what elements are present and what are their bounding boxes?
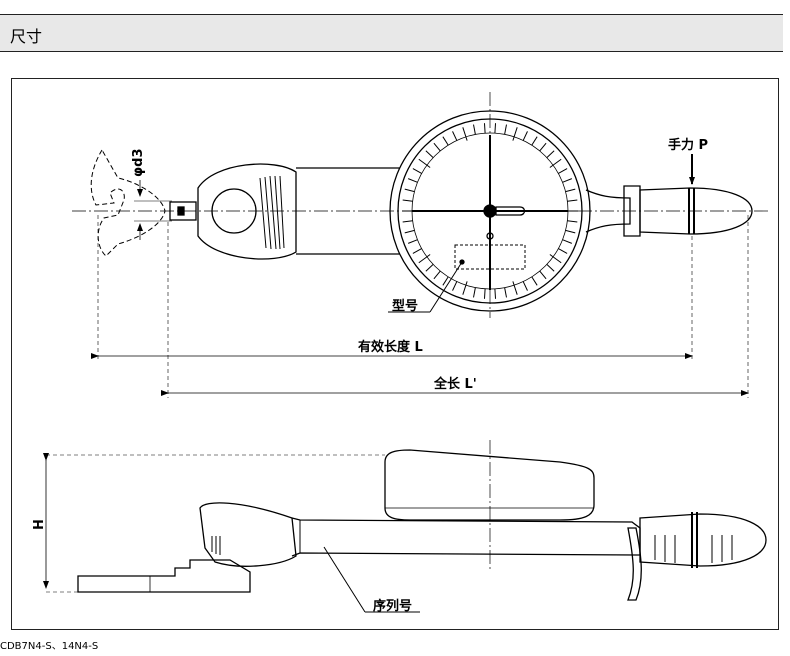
dial-tick bbox=[558, 248, 568, 254]
dial-tick bbox=[412, 248, 422, 254]
model-leader bbox=[429, 261, 463, 313]
model-caption: CDB7N4-S、14N4-S bbox=[0, 641, 99, 652]
height-label: H bbox=[32, 519, 47, 530]
dial-tick bbox=[549, 158, 562, 168]
dial-tick bbox=[494, 288, 497, 299]
dial-tick bbox=[562, 178, 573, 183]
side-beam bbox=[291, 517, 641, 557]
dial-tick bbox=[407, 178, 418, 183]
dial-tick bbox=[452, 281, 458, 291]
dial-tick bbox=[462, 281, 468, 295]
square-drive bbox=[177, 206, 185, 216]
needle-hub bbox=[483, 204, 497, 218]
hand-force-label: 手力 P bbox=[668, 137, 708, 153]
dial-tick bbox=[483, 288, 486, 299]
dial-tick bbox=[539, 142, 547, 152]
handle-neck bbox=[585, 189, 631, 233]
dial-tick bbox=[522, 281, 528, 291]
drawing-frame bbox=[11, 78, 779, 630]
dial-tick bbox=[418, 254, 431, 264]
handle-grip bbox=[639, 187, 753, 235]
dial-inner bbox=[397, 118, 583, 304]
dial-tick bbox=[412, 168, 422, 174]
dial-tick bbox=[539, 270, 547, 280]
dial-tick bbox=[494, 123, 497, 134]
dial-tick bbox=[418, 158, 431, 168]
dial-tick bbox=[558, 168, 568, 174]
dial-tick bbox=[483, 123, 486, 134]
dial-tick bbox=[473, 287, 476, 298]
head-shaft bbox=[169, 201, 197, 221]
top-view bbox=[72, 92, 768, 398]
side-view bbox=[43, 440, 767, 613]
dial-tick bbox=[433, 270, 441, 280]
needle-tail bbox=[495, 206, 526, 216]
dial-tick bbox=[512, 127, 518, 141]
dial-tick bbox=[531, 136, 538, 146]
dial-pin bbox=[486, 232, 494, 240]
section-title: 尺寸 bbox=[10, 27, 43, 46]
dial-tick bbox=[425, 264, 434, 272]
dial-ticks bbox=[402, 123, 578, 299]
model-plate bbox=[454, 244, 526, 270]
dial-tick bbox=[512, 281, 518, 295]
handle-collar bbox=[623, 185, 641, 237]
dial-tick bbox=[407, 239, 418, 244]
total-length-label: 全长 L' bbox=[433, 376, 477, 392]
side-drive bbox=[77, 559, 251, 593]
section-header: 尺寸 bbox=[0, 14, 783, 52]
dial-tick bbox=[546, 264, 555, 272]
serial-label: 序列号 bbox=[373, 598, 412, 614]
dial-tick bbox=[402, 220, 413, 223]
head-housing bbox=[197, 163, 297, 260]
dial-tick bbox=[567, 220, 578, 223]
dial-tick bbox=[531, 276, 538, 286]
side-lever bbox=[627, 527, 642, 601]
dial-tick bbox=[562, 239, 573, 244]
dial-tick bbox=[404, 229, 415, 234]
dial-tick bbox=[504, 124, 507, 135]
side-handle bbox=[639, 513, 767, 567]
dial-tick bbox=[473, 124, 476, 135]
body-tube bbox=[296, 167, 400, 255]
dial-tick bbox=[433, 142, 441, 152]
dial-tick bbox=[442, 136, 449, 146]
dial-tick bbox=[565, 229, 576, 234]
dial-tick bbox=[452, 131, 458, 141]
diameter-label: φd3 bbox=[131, 148, 146, 177]
dial-tick bbox=[522, 131, 528, 141]
dial-tick bbox=[404, 188, 415, 193]
dial-tick bbox=[504, 287, 507, 298]
dial-tick bbox=[549, 254, 562, 264]
wrench-outline bbox=[90, 149, 166, 257]
dial-tick bbox=[546, 150, 555, 158]
dial-tick bbox=[567, 199, 578, 202]
head-bore bbox=[211, 188, 257, 234]
dial-tick bbox=[442, 276, 449, 286]
dial-tick bbox=[425, 150, 434, 158]
dial-tick bbox=[402, 199, 413, 202]
serial-leader bbox=[323, 546, 366, 613]
effective-length-label: 有效长度 L bbox=[358, 339, 423, 355]
dial-tick bbox=[565, 188, 576, 193]
side-head bbox=[199, 502, 297, 567]
dial-outer bbox=[389, 110, 591, 312]
dial-tick bbox=[462, 127, 468, 141]
model-label: 型号 bbox=[392, 298, 418, 314]
side-dial-body bbox=[384, 449, 595, 521]
